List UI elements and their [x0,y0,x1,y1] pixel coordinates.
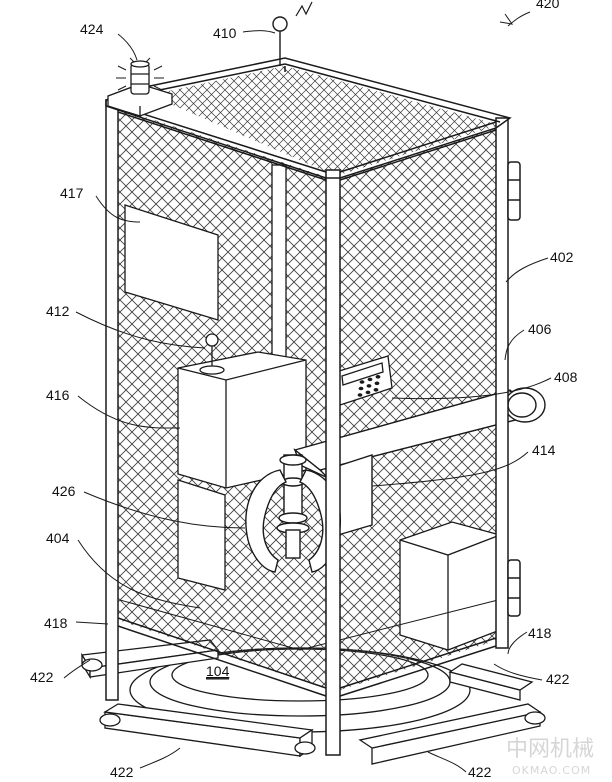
keypad-key [374,381,380,386]
watermark-logo: 中网机械 [506,737,594,762]
keypad [335,355,393,406]
label-420: 420 [536,0,560,11]
cage-frame [105,57,521,756]
leader-lines [63,11,552,773]
beacon-light [107,57,173,117]
label-412: 412 [46,303,70,319]
label-422-bottom-right: 422 [468,764,492,780]
watermark: 中网机械 OKMAO.COM [506,737,594,777]
keypad-key [357,393,363,397]
label-422-left: 422 [30,669,54,685]
label-414: 414 [532,442,556,458]
reference-labels: 420 424 410 417 412 416 426 404 418 422 … [30,0,578,780]
antenna [272,1,313,66]
keypad-key [365,390,371,395]
keypad-key [367,377,373,382]
label-422-right: 422 [546,671,570,687]
label-410: 410 [213,25,237,41]
label-424: 424 [80,21,104,37]
interior [119,164,501,651]
label-402: 402 [550,249,574,265]
claw-arm [293,387,546,536]
label-404: 404 [46,530,70,546]
keypad-key [359,380,365,384]
keypad-key [366,384,372,388]
watermark-site: OKMAO.COM [512,764,591,777]
keypad-key [375,375,381,379]
label-422-bottom-left: 422 [110,764,134,780]
support-legs [80,639,546,765]
label-416: 416 [46,387,70,403]
label-406: 406 [528,321,552,337]
label-418-left: 418 [44,615,68,631]
label-408: 408 [554,369,578,385]
label-417: 417 [60,185,84,201]
label-104: 104 [206,663,230,679]
label-418-right: 418 [528,625,552,641]
keypad-key [373,388,379,392]
label-426: 426 [52,483,76,499]
keypad-key [358,386,364,391]
